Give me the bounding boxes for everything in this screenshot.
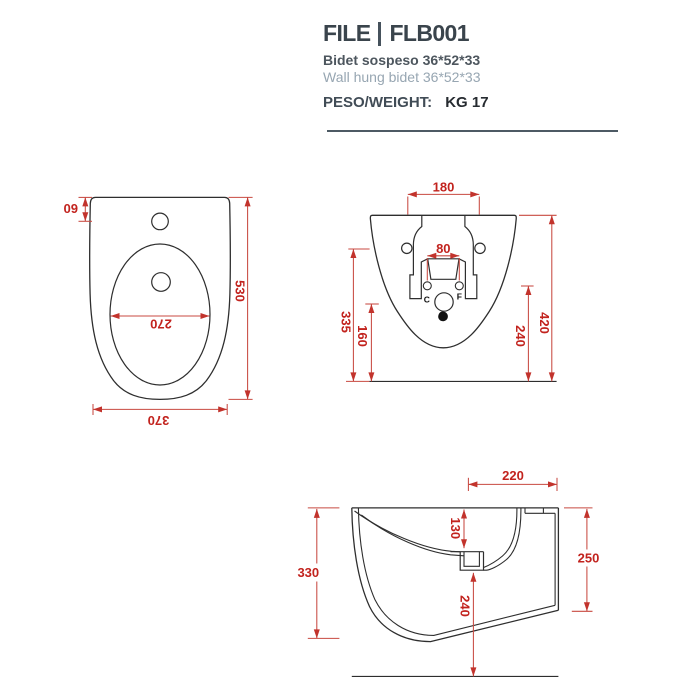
dim-label-160: 160	[355, 325, 370, 347]
back-view-cutout-right	[458, 215, 478, 300]
title-separator	[378, 21, 382, 46]
title-model: FLB001	[389, 20, 469, 46]
basin	[109, 243, 211, 386]
back-s-outer	[483, 507, 518, 569]
dim-label-240-side: 240	[458, 595, 473, 617]
title-file: FILE	[323, 20, 371, 46]
dim-label-220: 220	[502, 468, 524, 483]
hot-label: F	[457, 292, 462, 302]
header: FILE FLB001 Bidet sospeso 36*52*33 Wall …	[323, 20, 643, 111]
dim-label-180: 180	[433, 180, 455, 195]
dim-370	[92, 404, 228, 415]
dim-60	[78, 196, 92, 222]
drain-box-inner	[463, 551, 480, 567]
dim-label-335: 335	[338, 311, 353, 333]
cold-label: C	[424, 295, 430, 305]
back-view-outline	[369, 214, 517, 349]
dim-label-250: 250	[578, 551, 600, 566]
weight-row: PESO/WEIGHT: KG 17	[323, 94, 643, 111]
subtitle-english: Wall hung bidet 36*52*33	[323, 69, 481, 85]
dim-80	[426, 252, 460, 281]
weight-label: PESO/WEIGHT:	[323, 94, 433, 111]
weight-value: KG 17	[445, 94, 489, 111]
dim-label-420: 420	[537, 312, 552, 334]
side-view-dimensions	[307, 477, 593, 677]
dim-160	[365, 303, 379, 382]
dim-label-240-back: 240	[513, 325, 528, 347]
header-rule	[327, 130, 618, 133]
back-drain	[434, 292, 454, 312]
back-view-cutout-left	[409, 215, 428, 300]
dim-label-80: 80	[436, 241, 450, 256]
dim-220	[467, 477, 558, 491]
top-view-outline	[89, 196, 231, 401]
dim-label-370: 370	[148, 413, 170, 428]
back-view-dimensions	[346, 191, 557, 382]
back-view-drawing	[369, 214, 557, 382]
dim-330	[307, 507, 340, 639]
dim-label-270: 270	[150, 316, 172, 331]
mount-hole-right	[474, 242, 486, 255]
subtitle-italian: Bidet sospeso 36*52*33	[323, 52, 481, 68]
dim-530	[228, 196, 253, 400]
mount-hole-left	[400, 242, 413, 255]
dim-250	[564, 507, 593, 612]
drain-box-outer	[459, 551, 485, 571]
dim-label-130: 130	[448, 517, 463, 539]
dim-180	[407, 191, 480, 215]
dim-label-60: 60	[64, 201, 78, 216]
drain-hole	[151, 272, 171, 292]
hot-hole	[454, 281, 464, 291]
bowl-line-b	[360, 514, 465, 557]
tap-hole	[151, 212, 169, 231]
side-front-outer	[351, 507, 559, 643]
top-view-drawing	[89, 196, 231, 401]
side-view-drawing	[351, 507, 560, 677]
dim-label-330: 330	[297, 565, 319, 580]
dim-240-back	[521, 285, 534, 382]
title-row: FILE FLB001	[323, 20, 643, 46]
top-view-dimensions	[78, 196, 253, 415]
back-s-inner	[483, 507, 522, 571]
dim-420	[519, 214, 557, 382]
dim-label-530: 530	[233, 280, 248, 302]
bowl-line-a	[354, 510, 461, 553]
back-view-window	[426, 258, 460, 280]
side-front-inner	[357, 507, 556, 636]
inlet-blob	[438, 311, 448, 322]
cold-hole	[422, 281, 432, 291]
dim-335	[348, 248, 370, 382]
